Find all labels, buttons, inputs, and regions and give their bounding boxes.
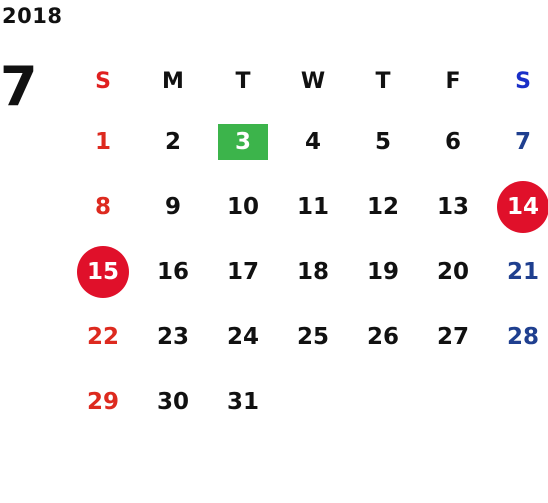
day-cell[interactable]: 22 (86, 323, 119, 350)
day-cell[interactable]: 20 (436, 258, 469, 285)
day-cell[interactable]: 28 (506, 323, 539, 350)
weekday-fri: F (445, 69, 461, 94)
day-cell[interactable]: 4 (304, 128, 321, 155)
day-cell[interactable]: 11 (296, 193, 329, 220)
day-cell[interactable]: 9 (164, 193, 181, 220)
week-row: 8 9 10 11 12 13 14 (68, 174, 548, 239)
day-cell[interactable]: 13 (436, 193, 469, 220)
day-cell[interactable]: 2 (164, 128, 181, 155)
day-cell[interactable]: 24 (226, 323, 259, 350)
day-cell[interactable]: 17 (226, 258, 259, 285)
weekday-tue: T (235, 69, 251, 94)
weekday-header-row: S M T W T F S (68, 54, 548, 109)
week-row: 29 30 31 (68, 369, 548, 434)
day-cell[interactable]: 12 (366, 193, 399, 220)
day-cell-today[interactable]: 3 (218, 123, 268, 160)
calendar-grid: S M T W T F S 1 2 3 4 5 6 7 8 9 10 11 12… (68, 54, 548, 434)
day-cell[interactable]: 27 (436, 323, 469, 350)
week-row: 22 23 24 25 26 27 28 (68, 304, 548, 369)
day-cell-holiday[interactable]: 14 (497, 180, 548, 233)
day-cell[interactable]: 16 (156, 258, 189, 285)
weekday-mon: M (162, 69, 184, 94)
day-cell-empty (278, 377, 348, 427)
day-cell-empty (418, 377, 488, 427)
day-cell[interactable]: 30 (156, 388, 189, 415)
day-cell[interactable]: 7 (514, 128, 531, 155)
weekday-sat: S (515, 69, 531, 94)
weekday-sun: S (95, 69, 111, 94)
year-label: 2018 (2, 4, 63, 28)
weekday-thu: T (375, 69, 391, 94)
day-cell[interactable]: 5 (374, 128, 391, 155)
day-cell[interactable]: 10 (226, 193, 259, 220)
month-number: 7 (0, 55, 38, 118)
weekday-wed: W (300, 69, 326, 94)
day-cell[interactable]: 21 (506, 258, 539, 285)
day-cell[interactable]: 26 (366, 323, 399, 350)
day-cell[interactable]: 25 (296, 323, 329, 350)
day-cell-empty (348, 377, 418, 427)
day-cell[interactable]: 18 (296, 258, 329, 285)
day-cell[interactable]: 23 (156, 323, 189, 350)
day-cell-empty (488, 377, 548, 427)
day-cell[interactable]: 31 (226, 388, 259, 415)
week-row: 15 16 17 18 19 20 21 (68, 239, 548, 304)
day-cell[interactable]: 29 (86, 388, 119, 415)
day-cell-holiday[interactable]: 15 (77, 245, 129, 298)
week-row: 1 2 3 4 5 6 7 (68, 109, 548, 174)
day-cell[interactable]: 6 (444, 128, 461, 155)
day-cell[interactable]: 19 (366, 258, 399, 285)
day-cell[interactable]: 8 (94, 193, 111, 220)
day-cell[interactable]: 1 (94, 128, 111, 155)
